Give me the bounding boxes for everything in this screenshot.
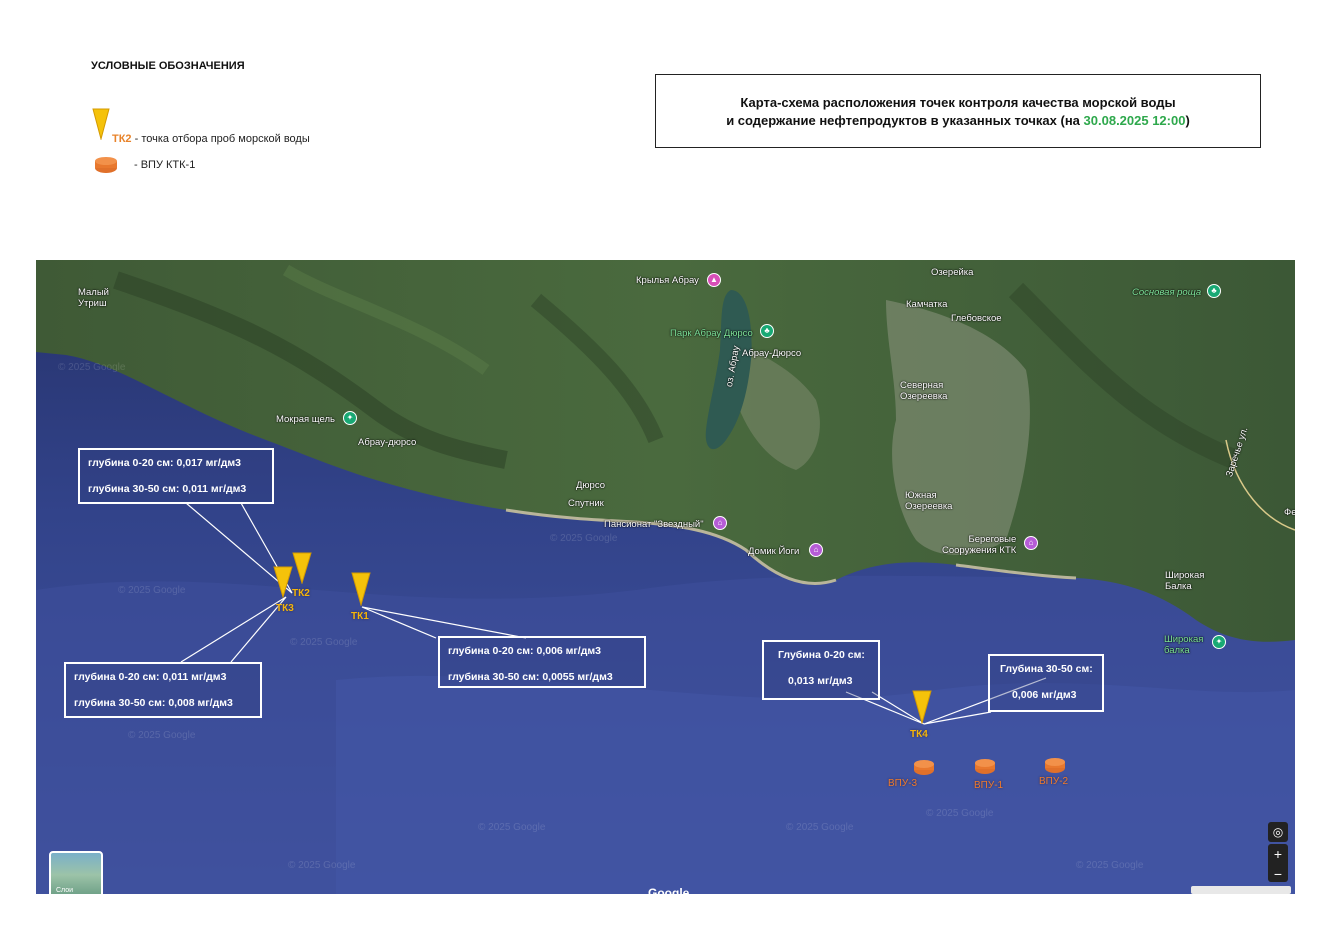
place-domik-yogi: Домик Йоги — [748, 546, 800, 557]
callout-tk1-line1: глубина 0-20 см: 0,006 мг/дм3 — [448, 645, 601, 657]
map-footer-bar — [1191, 886, 1291, 894]
house-icon[interactable]: ⌂ — [809, 543, 823, 557]
legend-tk-code: ТК2 — [112, 133, 132, 145]
place-dyurso: Дюрсо — [576, 480, 605, 491]
place-park-abrau: Парк Абрау Дюрсо — [670, 328, 753, 339]
google-logo: Google — [648, 886, 690, 894]
place-pansionat: Пансионат "Звездный" — [604, 519, 704, 530]
zoom-control: + − — [1268, 844, 1288, 882]
callout-tk2-line2: глубина 30-50 см: 0,011 мг/дм3 — [88, 483, 247, 495]
hotel-icon[interactable]: ⌂ — [713, 516, 727, 530]
vpu1-label: ВПУ-1 — [974, 780, 1004, 791]
legend-vpu-icon — [95, 157, 117, 173]
legend-title: УСЛОВНЫЕ ОБОЗНАЧЕНИЯ — [91, 60, 245, 72]
place-sputnik: Спутник — [568, 498, 604, 509]
place-abrau-dyurso-coast: Абрау-дюрсо — [358, 437, 417, 448]
callout-tk4-line3: Глубина 30-50 см: — [1000, 663, 1093, 675]
place-fe: Фе — [1284, 507, 1295, 518]
place-glebovskoe: Глебовское — [951, 313, 1002, 324]
place-kamchatka: Камчатка — [906, 299, 948, 310]
tree-icon[interactable]: ♣ — [1207, 284, 1221, 298]
map-watermark: © 2025 Google — [290, 637, 358, 648]
map-title-line2: и содержание нефтепродуктов в указанных … — [656, 113, 1260, 128]
tk3-marker-icon[interactable] — [273, 566, 293, 598]
place-shirokaya-balka: Широкая Балка — [1165, 570, 1205, 592]
callout-tk4-line4: 0,006 мг/дм3 — [1012, 689, 1077, 701]
place-maly-utrish: Малый Утриш — [78, 287, 109, 309]
callout-tk3-line2: глубина 30-50 см: 0,008 мг/дм3 — [74, 697, 233, 709]
place-yuzhnaya-ozereevka: Южная Озереевка — [905, 490, 953, 512]
map-watermark: © 2025 Google — [118, 585, 186, 596]
satellite-map[interactable]: © 2025 Google © 2025 Google © 2025 Googl… — [36, 260, 1295, 894]
place-abrau-dyurso-town: Абрау-Дюрсо — [742, 348, 802, 359]
legend-tk-marker-icon — [92, 108, 110, 140]
callout-tk4-30-50: Глубина 30-50 см: 0,006 мг/дм3 — [988, 654, 1104, 712]
callout-tk4-line2: 0,013 мг/дм3 — [788, 675, 853, 687]
vpu3-icon[interactable] — [913, 759, 935, 776]
callout-tk1: глубина 0-20 см: 0,006 мг/дм3 глубина 30… — [438, 636, 646, 688]
map-watermark: © 2025 Google — [786, 822, 854, 833]
layers-thumbnail-button[interactable] — [49, 851, 103, 894]
callout-tk2-line1: глубина 0-20 см: 0,017 мг/дм3 — [88, 457, 241, 469]
callout-tk3-line1: глубина 0-20 см: 0,011 мг/дм3 — [74, 671, 227, 683]
pin-icon[interactable]: ▲ — [707, 273, 721, 287]
callout-tk4-0-20: Глубина 0-20 см: 0,013 мг/дм3 — [762, 640, 880, 700]
callout-tk2: глубина 0-20 см: 0,017 мг/дм3 глубина 30… — [78, 448, 274, 504]
map-datetime: 30.08.2025 12:00 — [1083, 113, 1186, 128]
callout-tk1-line2: глубина 30-50 см: 0,0055 мг/дм3 — [448, 671, 613, 683]
place-krylya-abrau: Крылья Абрау — [636, 275, 699, 286]
place-sosnovaya-roshcha: Сосновая роща — [1132, 287, 1202, 298]
beach-icon[interactable]: ✦ — [1212, 635, 1226, 649]
map-title-line2-prefix: и содержание нефтепродуктов в указанных … — [726, 113, 1084, 128]
tk1-label: ТК1 — [351, 611, 369, 622]
tk2-marker-icon[interactable] — [292, 552, 312, 584]
layers-label: Слои — [56, 887, 74, 894]
place-ozereyka: Озерейка — [931, 267, 974, 278]
place-shirokaya-balka-beach: Широкая балка — [1164, 634, 1204, 656]
map-terrain — [36, 260, 1295, 894]
vpu2-label: ВПУ-2 — [1039, 776, 1069, 787]
callout-tk4-line1: Глубина 0-20 см: — [778, 649, 865, 661]
map-watermark: © 2025 Google — [478, 822, 546, 833]
tk3-label: ТК3 — [276, 603, 294, 614]
tk2-label: ТК2 — [292, 588, 310, 599]
legend-tk-desc: - точка отбора проб морской воды — [134, 133, 310, 145]
map-watermark: © 2025 Google — [1076, 860, 1144, 871]
hiking-icon[interactable]: ✦ — [343, 411, 357, 425]
map-title-box: Карта-схема расположения точек контроля … — [655, 74, 1261, 148]
vpu3-label: ВПУ-3 — [888, 778, 918, 789]
map-watermark: © 2025 Google — [288, 860, 356, 871]
map-watermark: © 2025 Google — [926, 808, 994, 819]
tk4-marker-icon[interactable] — [912, 690, 932, 724]
building-icon[interactable]: ⌂ — [1024, 536, 1038, 550]
vpu1-icon[interactable] — [974, 758, 996, 775]
park-icon[interactable]: ♣ — [760, 324, 774, 338]
legend-tk-row: ТК2 - точка отбора проб морской воды — [112, 133, 310, 145]
legend-vpu-desc: - ВПУ КТК-1 — [134, 159, 196, 171]
map-title-line1: Карта-схема расположения точек контроля … — [740, 95, 1176, 110]
vpu2-icon[interactable] — [1044, 757, 1066, 774]
callout-tk3: глубина 0-20 см: 0,011 мг/дм3 глубина 30… — [64, 662, 262, 718]
zoom-in-button[interactable]: + — [1273, 846, 1283, 862]
place-severnaya-ozereevka: Северная Озереевка — [900, 380, 948, 402]
map-watermark: © 2025 Google — [128, 730, 196, 741]
zoom-out-button[interactable]: − — [1273, 866, 1283, 882]
place-mokraya-shchel: Мокрая щель — [276, 414, 335, 425]
place-beregovye: Береговые Сооружения КТК — [942, 534, 1017, 556]
map-watermark: © 2025 Google — [550, 533, 618, 544]
map-watermark: © 2025 Google — [58, 362, 126, 373]
callout-leaders — [180, 502, 1047, 725]
map-title-line2-suffix: ) — [1185, 113, 1190, 128]
my-location-button[interactable]: ◎ — [1268, 822, 1288, 842]
tk4-label: ТК4 — [910, 729, 928, 740]
tk1-marker-icon[interactable] — [351, 572, 371, 606]
